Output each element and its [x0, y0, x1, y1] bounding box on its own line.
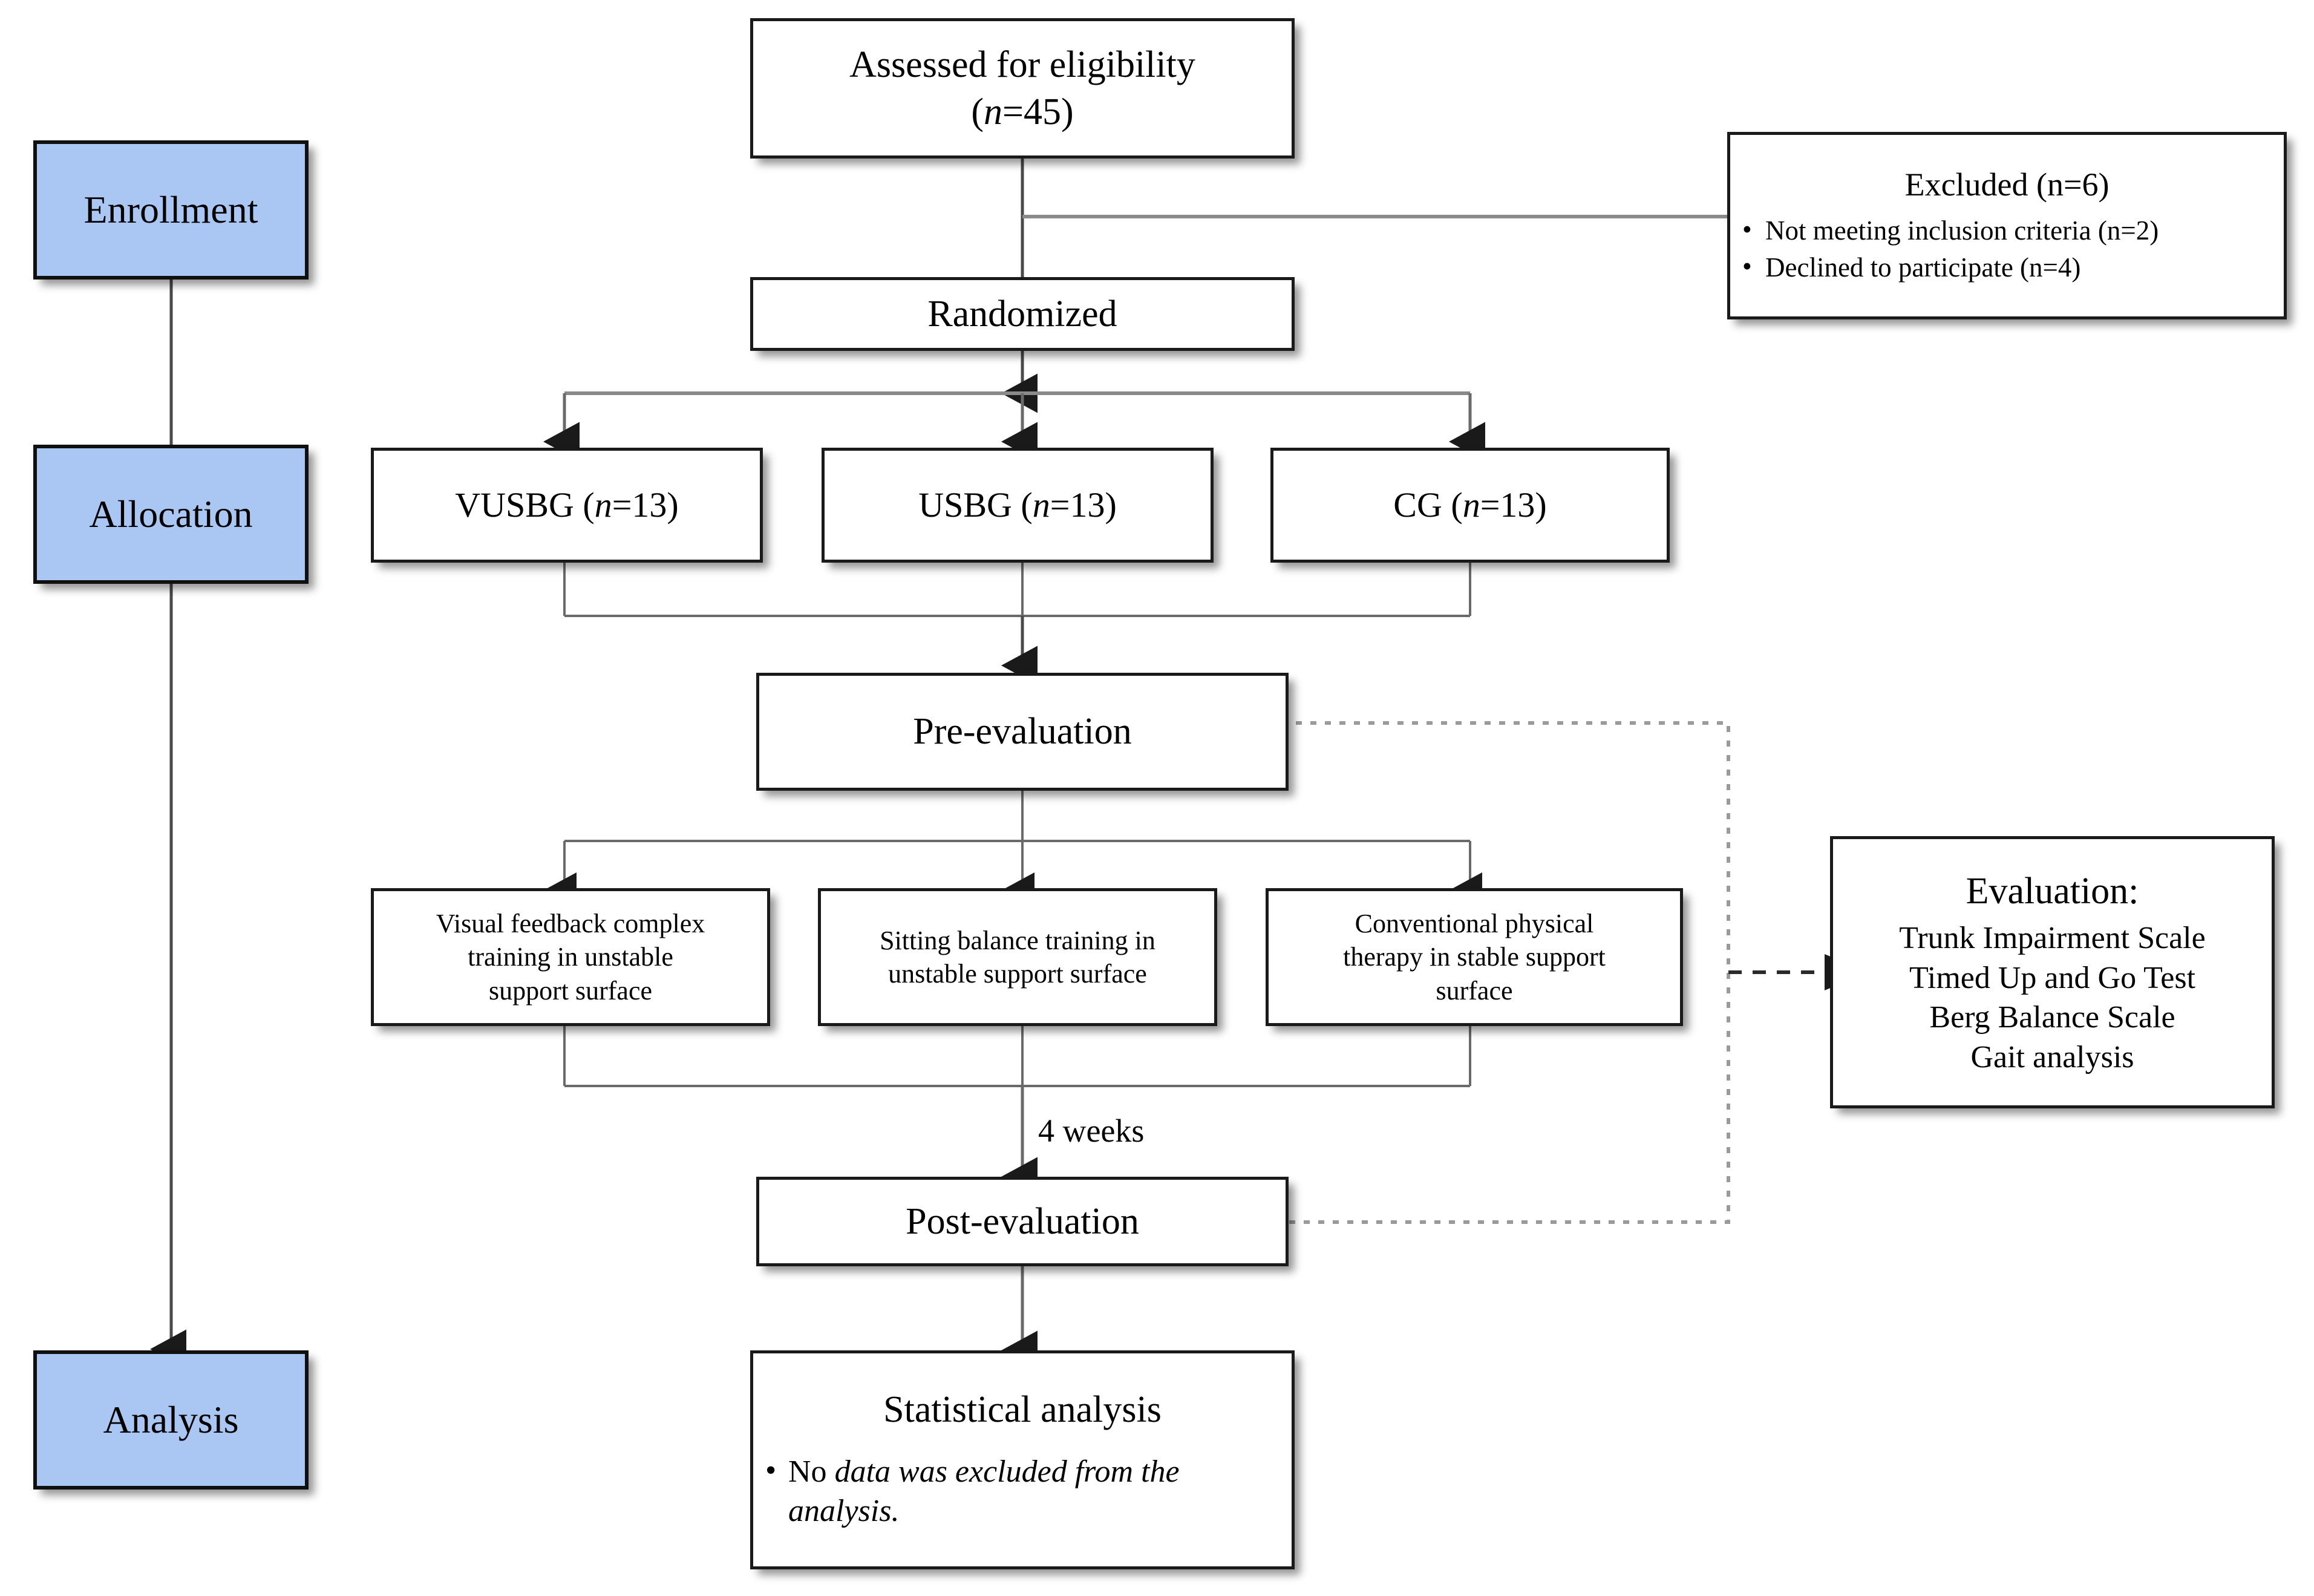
- evaluation-title: Evaluation:: [1966, 870, 2139, 912]
- node-excluded[interactable]: Excluded (n=6) Not meeting inclusion cri…: [1727, 132, 2287, 319]
- assessed-line-2: (n=45): [753, 88, 1292, 136]
- evaluation-measure: Gait analysis: [1970, 1039, 2134, 1074]
- group-vusbg-n-value: =13): [612, 485, 679, 525]
- node-statistical-analysis[interactable]: Statistical analysis No data was exclude…: [750, 1350, 1295, 1569]
- statistical-analysis-title: Statistical analysis: [883, 1389, 1162, 1431]
- assessed-paren-open: (: [971, 91, 984, 132]
- group-vusbg-label: VUSBG (n=13): [374, 483, 760, 527]
- statistical-analysis-note: No data was excluded from the analysis.: [753, 1451, 1292, 1531]
- group-usbg-n-value: =13): [1050, 485, 1117, 525]
- excluded-reason-list: Not meeting inclusion criteria (n=2) Dec…: [1730, 211, 2284, 287]
- pre-evaluation-label: Pre-evaluation: [913, 711, 1132, 753]
- evaluation-measure: Trunk Impairment Scale: [1899, 921, 2206, 956]
- excluded-reason-item: Declined to participate (n=4): [1730, 249, 2284, 285]
- intervention-3-line: Conventional physical: [1355, 908, 1594, 938]
- intervention-2-line: unstable support surface: [888, 959, 1147, 989]
- assessed-n-value: =45): [1002, 91, 1074, 132]
- node-group-vusbg[interactable]: VUSBG (n=13): [371, 448, 763, 563]
- node-assessed-for-eligibility[interactable]: Assessed for eligibility (n=45): [750, 18, 1295, 159]
- assessed-line-1: Assessed for eligibility: [849, 44, 1195, 85]
- excluded-title: Excluded (n=6): [1904, 166, 2110, 203]
- node-intervention-visual-feedback[interactable]: Visual feedback complex training in unst…: [371, 888, 770, 1026]
- node-group-usbg[interactable]: USBG (n=13): [822, 448, 1214, 563]
- group-cg-n-value: =13): [1480, 485, 1547, 525]
- node-post-evaluation[interactable]: Post-evaluation: [756, 1177, 1289, 1266]
- assessed-n-italic: n: [984, 91, 1003, 132]
- group-cg-n: n: [1462, 485, 1480, 525]
- randomized-label: Randomized: [927, 293, 1117, 335]
- group-usbg-n: n: [1032, 485, 1050, 525]
- stage-label-analysis-text: Analysis: [103, 1398, 239, 1441]
- node-intervention-conventional-therapy[interactable]: Conventional physical therapy in stable …: [1266, 888, 1683, 1026]
- group-paren-open: (: [1021, 485, 1033, 525]
- group-usbg-name: USBG: [918, 485, 1012, 525]
- group-vusbg-name: VUSBG: [455, 485, 574, 525]
- evaluation-measure: Timed Up and Go Test: [1909, 960, 2196, 995]
- group-cg-name: CG: [1393, 485, 1442, 525]
- node-pre-evaluation[interactable]: Pre-evaluation: [756, 673, 1289, 791]
- node-group-cg[interactable]: CG (n=13): [1270, 448, 1670, 563]
- intervention-3-line: therapy in stable support: [1343, 942, 1606, 972]
- stage-label-enrollment-text: Enrollment: [83, 188, 258, 231]
- stage-label-allocation-text: Allocation: [89, 492, 253, 535]
- statistical-analysis-note-list: No data was excluded from the analysis.: [753, 1450, 1292, 1534]
- group-paren-open: (: [1451, 485, 1463, 525]
- group-usbg-label: USBG (n=13): [825, 483, 1211, 527]
- intervention-1-line: support surface: [488, 975, 652, 1006]
- node-intervention-sitting-balance[interactable]: Sitting balance training in unstable sup…: [818, 888, 1217, 1026]
- node-randomized[interactable]: Randomized: [750, 277, 1295, 351]
- post-evaluation-label: Post-evaluation: [906, 1200, 1139, 1242]
- group-vusbg-n: n: [594, 485, 612, 525]
- evaluation-measure: Berg Balance Scale: [1929, 1000, 2175, 1035]
- group-cg-label: CG (n=13): [1273, 483, 1667, 527]
- stage-label-enrollment[interactable]: Enrollment: [33, 140, 309, 280]
- intervention-1-line: Visual feedback complex: [436, 908, 705, 938]
- excluded-reason-item: Not meeting inclusion criteria (n=2): [1730, 212, 2284, 248]
- statistics-note-italic: data was excluded from the analysis.: [788, 1454, 1180, 1529]
- intervention-1-line: training in unstable: [468, 942, 673, 972]
- node-evaluation-measures[interactable]: Evaluation: Trunk Impairment Scale Timed…: [1830, 836, 2275, 1108]
- intervention-2-line: Sitting balance training in: [880, 925, 1155, 955]
- group-paren-open: (: [583, 485, 595, 525]
- stage-label-allocation[interactable]: Allocation: [33, 445, 309, 584]
- statistics-note-plain: No: [788, 1454, 835, 1489]
- duration-label: 4 weeks: [1038, 1113, 1145, 1149]
- stage-label-analysis[interactable]: Analysis: [33, 1350, 309, 1490]
- intervention-3-line: surface: [1436, 975, 1513, 1006]
